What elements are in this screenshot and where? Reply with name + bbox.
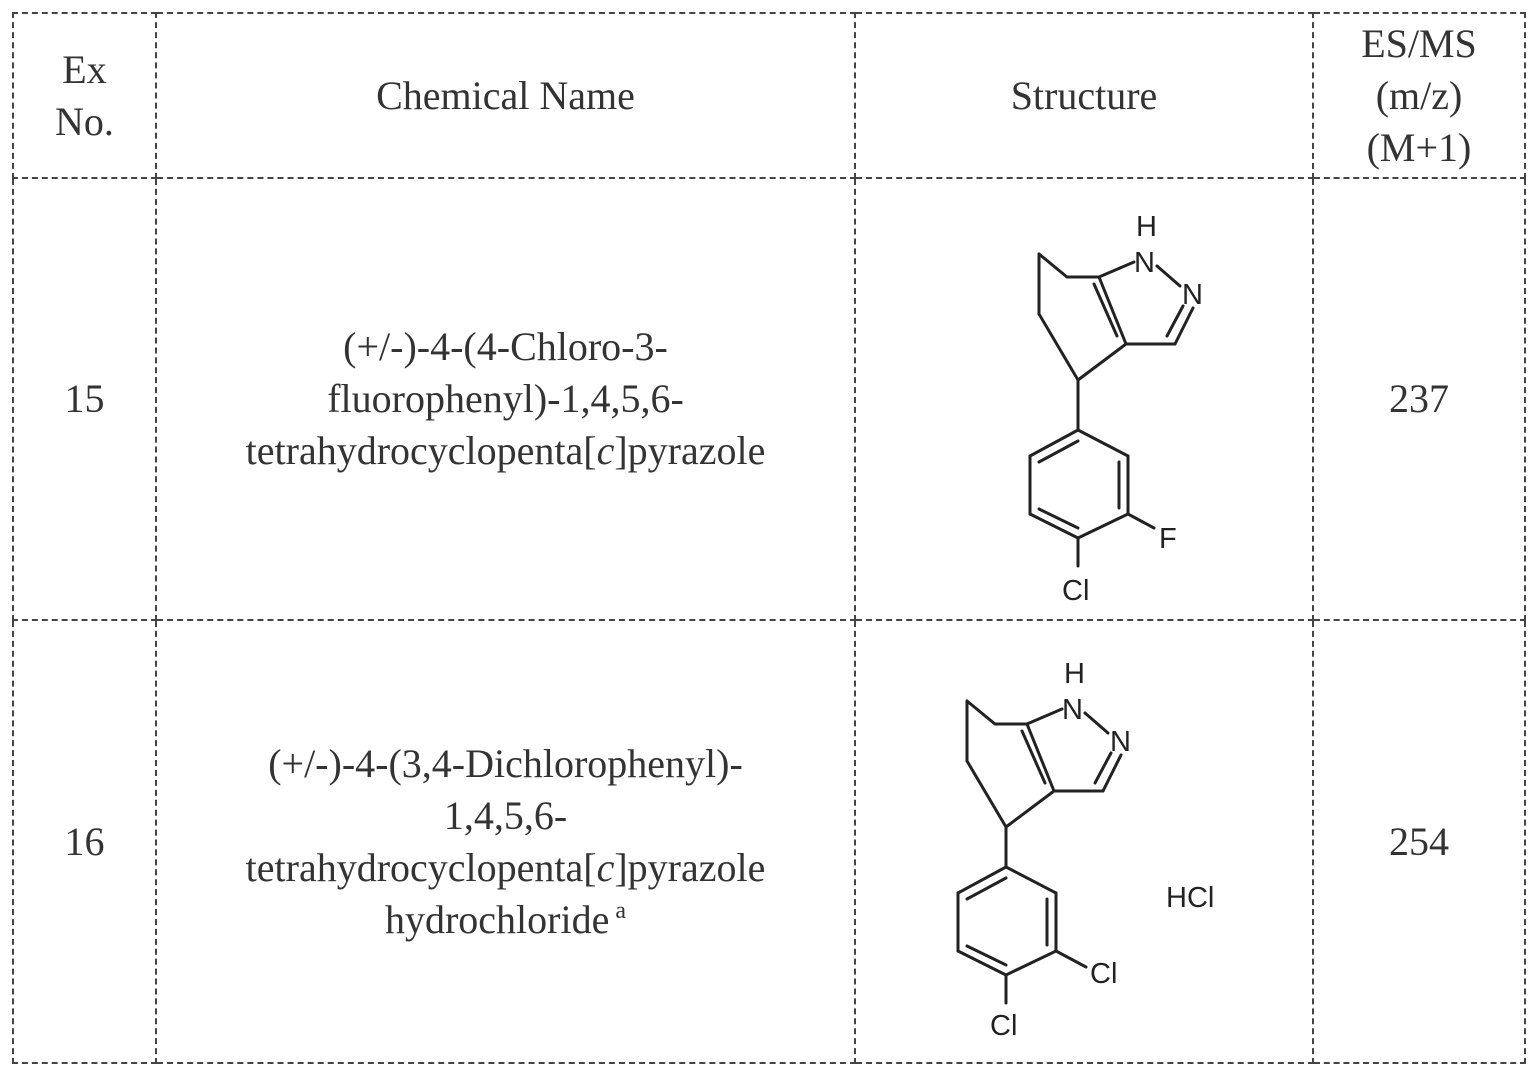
footnote-marker: a xyxy=(615,898,627,925)
bond xyxy=(1092,282,1119,338)
chemical-structure-drawing: H N N Cl Cl HCl xyxy=(956,658,1214,1042)
header-row: Ex No. Chemical Name Structure ES/MS (m/… xyxy=(12,12,1526,179)
bond xyxy=(1126,512,1156,530)
atom-label-h: H xyxy=(1064,658,1085,690)
bond xyxy=(1076,342,1128,382)
name-fragment: tetrahydrocyclopenta[ xyxy=(245,428,597,473)
name-line: tetrahydrocyclopenta[c]pyrazole xyxy=(157,842,854,894)
chemical-structure-drawing: H N N F Cl xyxy=(1028,211,1203,607)
name-fragment: tetrahydrocyclopenta[ xyxy=(245,844,597,890)
atom-label-cl: Cl xyxy=(1062,575,1089,607)
header-esms: ES/MS (m/z) (M+1) xyxy=(1312,12,1526,179)
bond xyxy=(1028,428,1080,458)
bond xyxy=(1097,260,1136,279)
header-esms-line-2: (m/z) xyxy=(1375,72,1463,118)
ex-no-cell: 16 xyxy=(12,619,157,1064)
bond xyxy=(1076,428,1130,458)
atom-label-n: N xyxy=(1110,726,1131,758)
name-italic-locant: c xyxy=(596,844,615,890)
atom-label-f: F xyxy=(1159,523,1177,555)
bond xyxy=(1004,949,1058,976)
atom-label-cl: Cl xyxy=(990,1010,1017,1042)
name-line: 1,4,5,6- xyxy=(443,792,568,838)
bond xyxy=(1037,439,1080,464)
bond xyxy=(965,944,1008,966)
bond xyxy=(1028,512,1080,540)
atom-label-h: H xyxy=(1136,211,1157,243)
atom-label-cl: Cl xyxy=(1090,958,1117,990)
bond xyxy=(1037,252,1101,279)
name-fragment: hydrochloride xyxy=(384,896,610,942)
name-fragment: ]pyrazole xyxy=(614,428,766,473)
table-row: 15 (+/-)-4-(4-Chloro-3- fluorophenyl)-1,… xyxy=(12,177,1526,621)
bond xyxy=(965,759,1008,828)
atom-label-n: N xyxy=(1134,247,1155,279)
bond xyxy=(965,699,1029,725)
bond xyxy=(1101,753,1123,792)
bond xyxy=(1025,707,1064,725)
bond xyxy=(1037,507,1080,530)
atom-label-n: N xyxy=(1062,694,1083,726)
chemical-name-cell: (+/-)-4-(3,4-Dichlorophenyl)- 1,4,5,6- t… xyxy=(155,619,856,1064)
header-chemical-name: Chemical Name xyxy=(155,12,856,179)
name-italic-locant: c xyxy=(596,428,615,473)
header-ex-no: Ex No. xyxy=(12,12,157,179)
atom-label-n: N xyxy=(1182,279,1203,311)
name-line: (+/-)-4-(3,4-Dichlorophenyl)- xyxy=(268,740,743,786)
compound-table: Ex No. Chemical Name Structure ES/MS (m/… xyxy=(12,12,1526,1064)
name-line: (+/-)-4-(4-Chloro-3- xyxy=(343,324,668,369)
header-ex-line-1: Ex xyxy=(62,46,107,92)
bond xyxy=(956,865,1008,894)
bond xyxy=(965,876,1008,900)
bond xyxy=(1020,729,1047,784)
table-row: 16 (+/-)-4-(3,4-Dichlorophenyl)- 1,4,5,6… xyxy=(12,619,1526,1064)
bond xyxy=(1004,789,1056,828)
esms-cell: 237 xyxy=(1312,177,1526,621)
salt-label-hcl: HCl xyxy=(1166,882,1214,914)
bond xyxy=(1165,304,1185,338)
header-ex-line-2: No. xyxy=(55,98,114,144)
bond xyxy=(1025,722,1056,792)
ex-no-cell: 15 xyxy=(12,177,157,621)
structure-cell: H N N F Cl xyxy=(854,177,1314,621)
header-structure: Structure xyxy=(854,12,1314,179)
bond xyxy=(1173,306,1195,346)
header-esms-line-3: (M+1) xyxy=(1366,124,1472,170)
bond xyxy=(1037,312,1080,382)
bond xyxy=(1155,264,1182,288)
bond xyxy=(1054,949,1088,968)
bond xyxy=(1076,512,1130,540)
name-line: fluorophenyl)-1,4,5,6- xyxy=(327,376,684,421)
bond xyxy=(956,949,1008,976)
esms-cell: 254 xyxy=(1312,619,1526,1064)
structure-cell: H N N Cl Cl HCl xyxy=(854,619,1314,1064)
bond xyxy=(1004,865,1058,894)
name-line: tetrahydrocyclopenta[c]pyrazole xyxy=(157,425,854,477)
bond xyxy=(1083,711,1110,734)
name-fragment: ]pyrazole xyxy=(614,844,766,890)
bond xyxy=(1093,751,1113,784)
chemical-name-cell: (+/-)-4-(4-Chloro-3- fluorophenyl)-1,4,5… xyxy=(155,177,856,621)
header-esms-line-1: ES/MS xyxy=(1361,20,1477,66)
bond xyxy=(1097,275,1128,346)
